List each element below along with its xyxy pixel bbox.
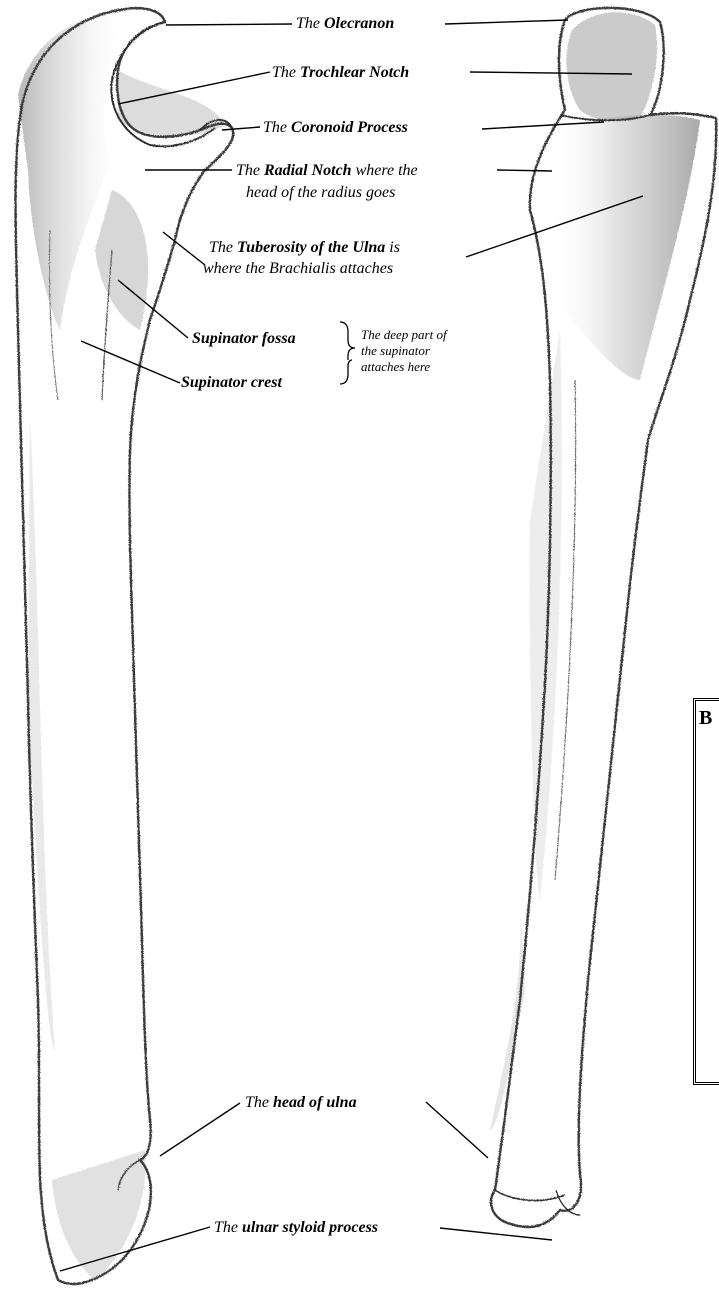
label-trochlear-notch: The Trochlear Notch	[272, 63, 409, 82]
right-ulna-drawing	[490, 8, 716, 1227]
label-tuberosity-line2: where the Brachialis attaches	[203, 259, 393, 278]
left-ulna-drawing	[16, 8, 234, 1284]
supinator-braces	[340, 322, 355, 384]
side-panel-b: B	[693, 698, 719, 1085]
label-olecranon: The Olecranon	[296, 14, 394, 33]
label-supinator-crest: Supinator crest	[181, 373, 282, 392]
note-deep-part-2: the supinator	[361, 343, 430, 358]
note-deep-part-3: attaches here	[361, 359, 430, 374]
label-tuberosity: The Tuberosity of the Ulna is	[209, 238, 400, 257]
label-ulnar-styloid-process: The ulnar styloid process	[214, 1218, 378, 1237]
label-radial-notch-line2: head of the radius goes	[246, 183, 395, 202]
side-panel-letter: B	[699, 707, 712, 730]
label-supinator-fossa: Supinator fossa	[192, 329, 296, 348]
label-coronoid-process: The Coronoid Process	[263, 118, 408, 137]
label-radial-notch: The Radial Notch where the	[236, 161, 418, 180]
note-deep-part-1: The deep part of	[361, 327, 447, 342]
label-head-of-ulna: The head of ulna	[245, 1093, 357, 1112]
